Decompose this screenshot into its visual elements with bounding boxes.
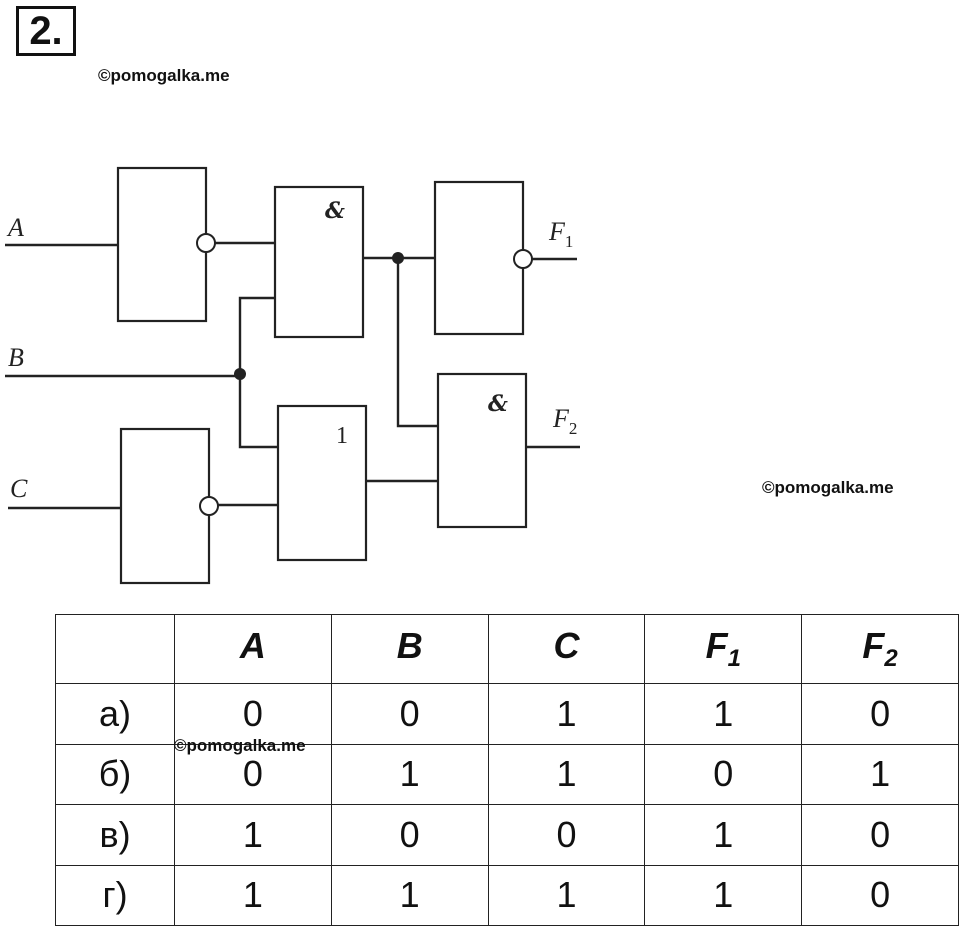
table-cell: 0 [174, 683, 332, 745]
and-gate-2 [436, 372, 528, 529]
table-cell: 1 [487, 743, 646, 806]
table-header-c: C [487, 613, 646, 685]
table-row: б) 0 1 1 0 1 [55, 743, 959, 806]
table-cell: 0 [801, 864, 959, 927]
table-header-empty [55, 613, 175, 685]
input-label-c: C [10, 474, 28, 503]
table-cell: 1 [174, 864, 332, 927]
row-label: б) [55, 743, 175, 806]
watermark-top: ©pomogalka.me [98, 66, 230, 85]
table-cell: 1 [801, 743, 959, 806]
task-number: 2. [16, 6, 76, 56]
or-gate [276, 404, 368, 562]
watermark-table: ©pomogalka.me [174, 736, 306, 755]
row-label: в) [55, 804, 175, 866]
not-gate-a [116, 166, 208, 323]
table-cell: 0 [330, 683, 489, 745]
output-label-f1: F1 [548, 217, 573, 251]
row-label: г) [55, 864, 175, 927]
wire-and1-to-and2 [396, 258, 438, 428]
logic-circuit-diagram: & & 1 A B C F1 F2 [5, 166, 580, 585]
not-gate-c [119, 427, 211, 585]
table-cell: 1 [330, 864, 489, 927]
table-cell: 1 [644, 864, 803, 927]
truth-table: A B C F1 F2 а) 0 0 1 1 0 б) 0 1 1 0 1 в)… [55, 613, 959, 927]
table-cell: 1 [644, 683, 803, 745]
inversion-bubble-c [199, 496, 219, 516]
table-cell: 0 [801, 804, 959, 866]
or-symbol: 1 [336, 423, 348, 449]
input-label-a: A [6, 213, 24, 242]
table-cell: 0 [174, 743, 332, 806]
junction-node-and1 [392, 252, 404, 264]
table-cell: 1 [174, 804, 332, 866]
table-cell: 0 [330, 804, 489, 866]
row-label: а) [55, 683, 175, 745]
table-cell: 0 [487, 804, 646, 866]
table-header-b: B [330, 613, 489, 685]
table-header-f1: F1 [644, 613, 803, 685]
table-cell: 0 [801, 683, 959, 745]
junction-node-b [234, 368, 246, 380]
and-symbol-2: & [488, 391, 508, 417]
table-cell: 0 [644, 743, 803, 806]
table-cell: 1 [644, 804, 803, 866]
table-header-a: A [174, 613, 332, 685]
input-label-b: B [8, 343, 24, 372]
table-header-row: A B C F1 F2 [55, 613, 959, 685]
table-cell: 1 [487, 683, 646, 745]
table-row: г) 1 1 1 1 0 [55, 864, 959, 927]
table-cell: 1 [330, 743, 489, 806]
and-symbol-1: & [325, 198, 345, 224]
not-gate-f1 [433, 180, 525, 336]
watermark-right: ©pomogalka.me [762, 478, 894, 497]
output-label-f2: F2 [552, 404, 577, 438]
table-cell: 1 [487, 864, 646, 927]
table-row: в) 1 0 0 1 0 [55, 804, 959, 866]
and-gate-1 [273, 185, 365, 339]
inversion-bubble-f1 [513, 249, 533, 269]
inversion-bubble-a [196, 233, 216, 253]
table-header-f2: F2 [801, 613, 959, 685]
